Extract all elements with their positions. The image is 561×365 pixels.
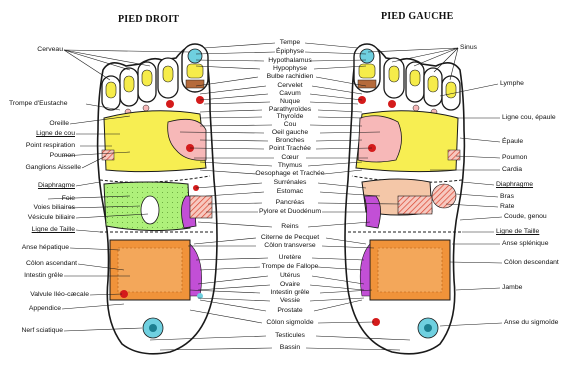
label-diaphragme-left: Diaphragme [496,181,533,189]
label-bras: Bras [500,193,514,201]
label-foie: Foie [62,195,75,203]
label-cavum: Cavum [240,90,340,98]
label-rate: Rate [500,203,514,211]
label-vesicule-biliaire: Vésicule biliaire [28,214,75,222]
label-ligne-de-cou: Ligne de cou [36,130,75,138]
right-foot [98,44,217,354]
left-foot [345,44,464,354]
label-ovaire: Ovaire [240,281,340,289]
label-cou: Cou [240,121,340,129]
right-brain-point [188,49,202,63]
label-estomac: Estomac [240,188,340,196]
label-oeil-gauche: Oeil gauche [240,129,340,137]
label-voies-biliaires: Voies biliaires [33,204,75,212]
right-gallbladder [141,196,159,224]
label-thyroide: Thyroïde [240,113,340,121]
label-anse-splenique: Anse splénique [502,240,548,248]
label-point-respiration: Point respiration [26,142,75,150]
label-ligne-cou-epaule: Ligne cou, épaule [502,114,556,122]
label-colon-descendant: Côlon descendant [504,259,559,267]
label-thymus: Thymus [240,162,340,170]
label-uretere: Uretère [240,254,340,262]
label-ligne-de-taille-left: Ligne de Taille [496,228,539,236]
label-pylore-duodenum: Pylore et Duodénum [240,208,340,216]
label-appendice: Appendice [29,305,61,313]
label-tempe: Tempe [240,39,340,47]
label-valvule-ileo-caecale: Valvule Iléo-cæcale [30,291,89,299]
label-trompe-eustache: Trompe d'Eustache [9,100,67,108]
label-oreille: Oreille [49,120,69,128]
label-poumon-left: Poumon [502,154,527,162]
label-colon-transverse: Côlon transverse [240,242,340,250]
label-citerne-pecquet: Citerne de Pecquet [240,234,340,242]
label-ligne-de-taille-right: Ligne de Taille [32,226,75,234]
label-epaule: Épaule [502,138,523,146]
label-bulbe-rachidien: Bulbe rachidien [240,73,340,81]
label-colon-sigmoide: Côlon sigmoïde [240,319,340,327]
label-oesophage-trachee: Oesophage et Trachée [240,170,340,178]
label-point-trachee: Point Trachée [240,145,340,153]
label-jambe: Jambe [502,284,522,292]
label-cardia: Cardia [502,166,522,174]
label-coude-genou: Coude, genou [504,213,547,221]
label-ganglions-aisselle: Ganglions Aisselle [25,164,81,172]
label-intestin-grele-right: Intestin grêle [24,272,63,280]
left-foot-title: PIED GAUCHE [381,11,453,22]
label-lymphe: Lymphe [500,80,524,88]
label-nerf-sciatique: Nerf sciatique [21,327,63,335]
label-pancreas: Pancréas [240,199,340,207]
label-coeur: Cœur [240,154,340,162]
right-foot-title: PIED DROIT [118,14,179,25]
label-hypophyse: Hypophyse [240,65,340,73]
label-trompe-fallope: Trompe de Fallope [240,263,340,271]
label-vessie: Vessie [240,297,340,305]
label-epiphyse: Épiphyse [240,48,340,56]
label-testicules: Testicules [240,332,340,340]
label-colon-ascendant: Côlon ascendant [26,260,77,268]
label-reins: Reins [240,223,340,231]
label-uterus: Utérus [240,272,340,280]
label-bronches: Bronches [240,137,340,145]
label-surrenales: Surrénales [240,179,340,187]
label-anse-sigmoide: Anse du sigmoïde [504,319,558,327]
label-sinus: Sinus [460,44,477,52]
label-cervelet: Cervelet [240,82,340,90]
label-anse-hepatique: Anse hépatique [22,244,69,252]
label-nuque: Nuque [240,98,340,106]
label-diaphragme-right: Diaphragme [38,182,75,190]
label-poumon-right: Poumon [50,152,75,160]
label-prostate: Prostate [240,307,340,315]
label-intestin-grele-center: Intestin grêle [240,289,340,297]
label-cerveau: Cerveau [37,46,63,54]
label-hypothalamus: Hypothalamus [240,57,340,65]
label-bassin: Bassin [240,344,340,352]
